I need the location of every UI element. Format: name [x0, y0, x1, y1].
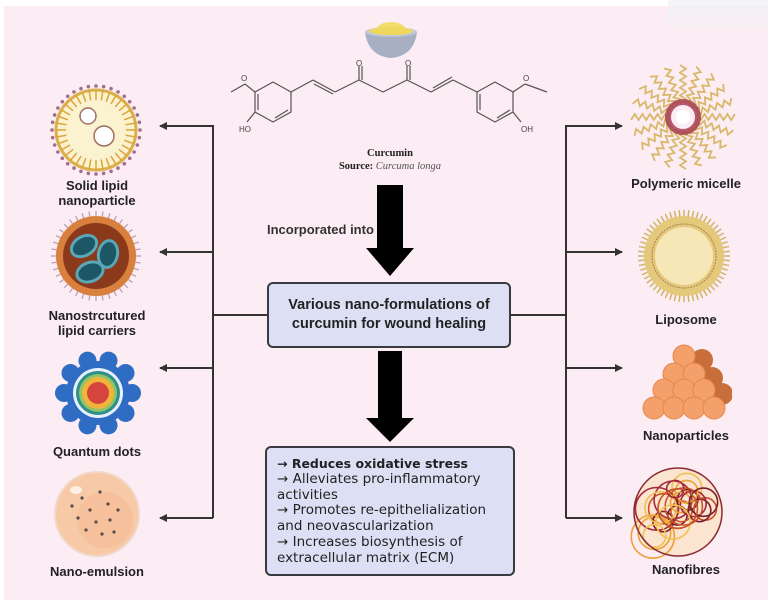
incorporation-arrow [366, 185, 414, 276]
svg-text:OH: OH [521, 125, 533, 134]
wound-healing-effects-box: → Reduces oxidative stress→ Alleviates p… [265, 446, 515, 576]
effect-line: extracellular matrix (ECM) [277, 549, 455, 566]
central-title-line-2: curcumin for wound healing [291, 316, 487, 332]
label-nanofibres: Nanofibres [652, 562, 720, 577]
nanoparticles-icon [642, 344, 732, 420]
label-polymeric-micelle: Polymeric micelle [631, 176, 741, 191]
turmeric-powder-bowl-icon [365, 22, 417, 58]
solid-lipid-nanoparticle-icon [50, 84, 142, 176]
label-liposome: Liposome [655, 312, 717, 327]
compound-name: Curcumin [367, 148, 413, 159]
effect-line: → Increases biosynthesis of [277, 533, 463, 550]
svg-text:O: O [241, 74, 247, 83]
svg-text:O: O [405, 60, 411, 68]
central-title-box: Various nano-formulations of curcumin fo… [267, 282, 511, 348]
effects-arrow [366, 351, 414, 442]
curcumin-caption: Curcumin Source: Curcuma longa [339, 147, 441, 173]
label-nanoparticles: Nanoparticles [643, 428, 729, 443]
label-solid-lipid-nanoparticle: Solid lipid nanoparticle [58, 178, 136, 208]
effect-line: → Alleviates pro-inflammatory [277, 470, 481, 487]
liposome-icon [638, 210, 730, 302]
photo-glare [668, 0, 768, 30]
polymeric-micelle-icon [630, 64, 736, 170]
compound-source: Source: Curcuma longa [338, 161, 442, 172]
svg-text:O: O [356, 60, 362, 68]
svg-text:O: O [523, 74, 529, 83]
effect-line: → Reduces oxidative stress [277, 456, 468, 471]
label-quantum-dots: Quantum dots [52, 444, 142, 459]
effect-line: and neovascularization [277, 518, 434, 535]
label-nano-emulsion: Nano-emulsion [50, 564, 144, 579]
quantum-dot-icon [55, 351, 141, 435]
svg-text:HO: HO [239, 125, 251, 134]
central-title-line-1: Various nano-formulations of [288, 297, 490, 313]
effect-line: → Promotes re-epithelialization [277, 502, 487, 519]
nano-emulsion-icon [54, 471, 140, 557]
nanofibre-icon [630, 467, 723, 559]
curcumin-structure-diagram: O HO O O O OH [230, 60, 548, 134]
label-nanostructured-lipid-carriers: Nanostrcutured lipid carriers [48, 308, 146, 338]
incorporated-into-label: Incorporated into [267, 222, 374, 237]
nanostructured-lipid-carrier-icon [51, 211, 141, 301]
effect-line: activities [277, 486, 338, 503]
